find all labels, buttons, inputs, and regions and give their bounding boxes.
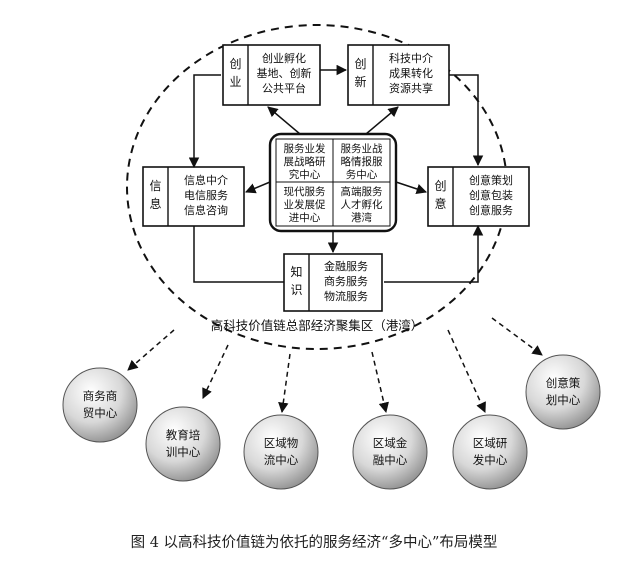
- grid-cell-3-line-2: 业发展促: [284, 198, 326, 211]
- box-zhishi-line-2: 商务服务: [324, 274, 368, 288]
- dashed-arrow-to-center-5: [447, 329, 486, 413]
- center-ball-4-line-1: 区域金: [373, 436, 408, 450]
- box-xinxi-tag-2: 息: [149, 196, 161, 211]
- box-zhishi-tag-2: 识: [290, 283, 302, 297]
- dashed-arrow-to-center-1: [127, 329, 175, 371]
- box-chuangye-tag-2: 业: [229, 75, 241, 89]
- box-chuangyi-line-1: 创意策划: [469, 173, 513, 187]
- box-zhishi-tag-1: 知: [290, 265, 302, 279]
- box-xinxi-line-2: 电信服务: [184, 189, 228, 202]
- center-ball-4: 区域金 融中心: [352, 414, 428, 490]
- grid-cell-4-line-3: 港湾: [351, 211, 372, 224]
- dashed-arrow-to-center-4: [371, 351, 389, 414]
- center-ball-6-line-1: 创意策: [546, 376, 581, 390]
- grid-cell-1-line-3: 究中心: [289, 168, 321, 181]
- arrow-xinxi-to-chuangye: [188, 74, 221, 169]
- box-chuangyi: 创 意 创意策划 创意包装 创意服务: [427, 166, 530, 227]
- center-ball-3: 区域物 流中心: [243, 414, 319, 490]
- center-grid: 服务业发 展战略研 究中心 服务业战 略情报服 务中心 现代服务 业发展促 进中…: [268, 132, 398, 233]
- center-ball-2-line-2: 训中心: [166, 445, 201, 459]
- box-chuangye-line-2: 基地、创新: [257, 66, 312, 80]
- box-chuangye-tag-1: 创: [229, 57, 241, 71]
- grid-cell-3-line-1: 现代服务: [284, 185, 326, 198]
- box-zhishi-line-1: 金融服务: [324, 259, 368, 273]
- dashed-arrow-to-center-6: [491, 317, 543, 356]
- grid-cell-4-line-2: 人才孵化: [341, 198, 383, 211]
- box-chuangyi-tag-1: 创: [434, 179, 446, 193]
- grid-cell-1-line-2: 展战略研: [284, 155, 326, 168]
- box-chuangxin-line-1: 科技中介: [389, 51, 433, 65]
- grid-cell-2-line-3: 务中心: [346, 168, 378, 181]
- center-ball-5: 区域研 发中心: [452, 414, 528, 490]
- grid-cell-2-line-2: 略情报服: [341, 155, 383, 168]
- box-zhishi: 知 识 金融服务 商务服务 物流服务: [283, 253, 383, 312]
- box-chuangxin-line-3: 资源共享: [389, 81, 433, 95]
- box-chuangye-line-1: 创业孵化: [262, 51, 306, 65]
- box-chuangyi-tag-2: 意: [434, 196, 446, 211]
- dashed-arrow-to-center-2: [202, 344, 229, 399]
- arrow-grid-to-chuangyi: [395, 181, 427, 194]
- arrow-grid-to-chuangxin: [365, 106, 399, 135]
- center-ball-3-line-2: 流中心: [264, 453, 299, 467]
- grid-cell-2-line-1: 服务业战: [341, 142, 383, 155]
- arrow-zhishi-to-xinxi: [193, 226, 284, 283]
- box-chuangye: 创 业 创业孵化 基地、创新 公共平台: [222, 44, 321, 106]
- center-ball-1-line-1: 商务商: [83, 389, 118, 403]
- arrow-chuangyi-to-zhishi: [384, 224, 484, 283]
- box-chuangyi-line-2: 创意包装: [469, 188, 513, 202]
- center-ball-1: 商务商 贸中心: [62, 367, 138, 443]
- arrow-chuangxin-to-chuangyi: [449, 74, 484, 167]
- arrow-grid-to-xinxi: [245, 181, 271, 194]
- box-zhishi-line-3: 物流服务: [324, 289, 368, 303]
- box-chuangxin-tag-2: 新: [354, 74, 366, 89]
- center-ball-5-line-1: 区域研: [473, 436, 508, 450]
- box-xinxi-line-3: 信息咨询: [184, 203, 228, 217]
- grid-cell-3-line-3: 进中心: [289, 211, 321, 224]
- box-xinxi: 信 息 信息中介 电信服务 信息咨询: [142, 166, 245, 227]
- center-ball-2: 教育培 训中心: [145, 406, 221, 482]
- box-xinxi-line-1: 信息中介: [184, 173, 228, 187]
- center-ball-6-line-2: 划中心: [546, 393, 581, 407]
- center-ball-6: 创意策 划中心: [525, 354, 601, 430]
- dashed-arrow-to-center-3: [278, 353, 291, 414]
- cluster-zone-label: 高科技价值链总部经济聚集区（港湾）: [211, 318, 424, 333]
- box-chuangyi-line-3: 创意服务: [469, 203, 513, 217]
- center-ball-2-line-1: 教育培: [166, 428, 201, 442]
- arrow-grid-to-chuangye: [267, 106, 301, 135]
- box-chuangxin-tag-1: 创: [354, 57, 366, 71]
- figure-caption: 图 4 以高科技价值链为依托的服务经济“多中心”布局模型: [131, 534, 498, 551]
- center-ball-3-line-1: 区域物: [264, 436, 299, 450]
- center-ball-1-line-2: 贸中心: [83, 406, 118, 420]
- grid-cell-1-line-1: 服务业发: [284, 142, 326, 155]
- center-ball-4-line-2: 融中心: [373, 453, 408, 467]
- box-xinxi-tag-1: 信: [149, 179, 161, 193]
- center-ball-5-line-2: 发中心: [473, 453, 508, 467]
- box-chuangxin-line-2: 成果转化: [389, 66, 433, 80]
- grid-cell-4-line-1: 高端服务: [341, 185, 383, 198]
- box-chuangye-line-3: 公共平台: [262, 81, 306, 95]
- box-chuangxin: 创 新 科技中介 成果转化 资源共享: [347, 44, 450, 106]
